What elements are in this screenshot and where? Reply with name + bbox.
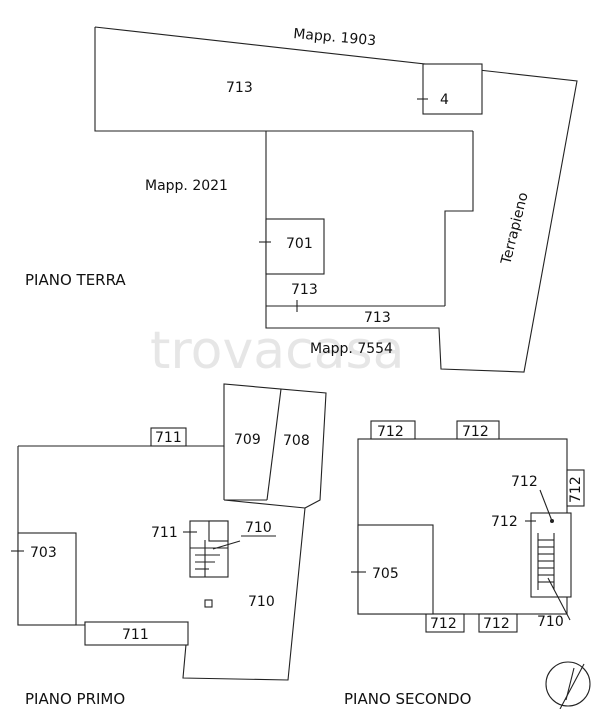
sub-712-b1-box: [425, 613, 465, 633]
piano-secondo: 712 712 712 712 712 705 712 712 710 PIAN…: [344, 420, 585, 708]
sub-712-b1-label: 712: [430, 616, 457, 632]
piano-primo: 711 709 708 711 710 703 710 711 PIANO PR…: [11, 383, 327, 708]
sub-709-label: 709: [234, 432, 261, 448]
sub-711-top-box: [150, 427, 187, 447]
sub-705-label: 705: [372, 566, 399, 582]
sub-712-right-box: [566, 469, 585, 507]
terra-outline: [94, 26, 578, 373]
piano-primo-title: PIANO PRIMO: [25, 690, 125, 708]
sub-4-box: [422, 63, 483, 115]
sub-712-t1-box: [370, 420, 416, 440]
sub-710-b-label: 710: [248, 594, 275, 610]
sub-710-label: 710: [537, 614, 564, 630]
sub-712-b2-box: [478, 613, 518, 633]
sub-705-box: [357, 524, 434, 615]
sub-703-label: 703: [30, 545, 57, 561]
north-arrow-icon: [545, 661, 591, 709]
sub-712-stair-label: 712: [511, 474, 538, 490]
sub-711-top-label: 711: [155, 430, 182, 446]
piano-terra-title: PIANO TERRA: [25, 271, 126, 289]
sub-711-bottom-label: 711: [122, 627, 149, 643]
watermark: trovacasa: [150, 321, 405, 381]
sub-712-mid-label: 712: [491, 514, 518, 530]
sub-713-b-label: 713: [291, 282, 318, 298]
piano-secondo-title: PIANO SECONDO: [344, 690, 471, 708]
sub-713-c-label: 713: [364, 310, 391, 326]
sub-703-box: [17, 532, 77, 626]
sub-711-mid-label: 711: [151, 525, 178, 541]
sub-710-a-label: 710: [245, 520, 272, 536]
sub-711-bottom-box: [84, 621, 189, 646]
piano-terra: 713 4 701 713 713 Mapp. 1903 Mapp. 2021 …: [25, 26, 578, 373]
sub-712-t2-label: 712: [462, 424, 489, 440]
sub-712-right-label: 712: [568, 476, 584, 503]
sub-712-t2-box: [456, 420, 500, 440]
terrapieno-label: Terrapieno: [498, 191, 532, 267]
sub-712-t1-label: 712: [377, 424, 404, 440]
mapp-1903-label: Mapp. 1903: [293, 26, 377, 49]
sub-708-label: 708: [283, 433, 310, 449]
mapp-7554-label: Mapp. 7554: [310, 341, 393, 357]
sub-712-b2-label: 712: [483, 616, 510, 632]
sub-4-label: 4: [440, 92, 449, 108]
sub-713-a-label: 713: [226, 80, 253, 96]
sub-701-label: 701: [286, 236, 313, 252]
sub-701-box: [265, 218, 325, 275]
mapp-2021-label: Mapp. 2021: [145, 178, 228, 194]
